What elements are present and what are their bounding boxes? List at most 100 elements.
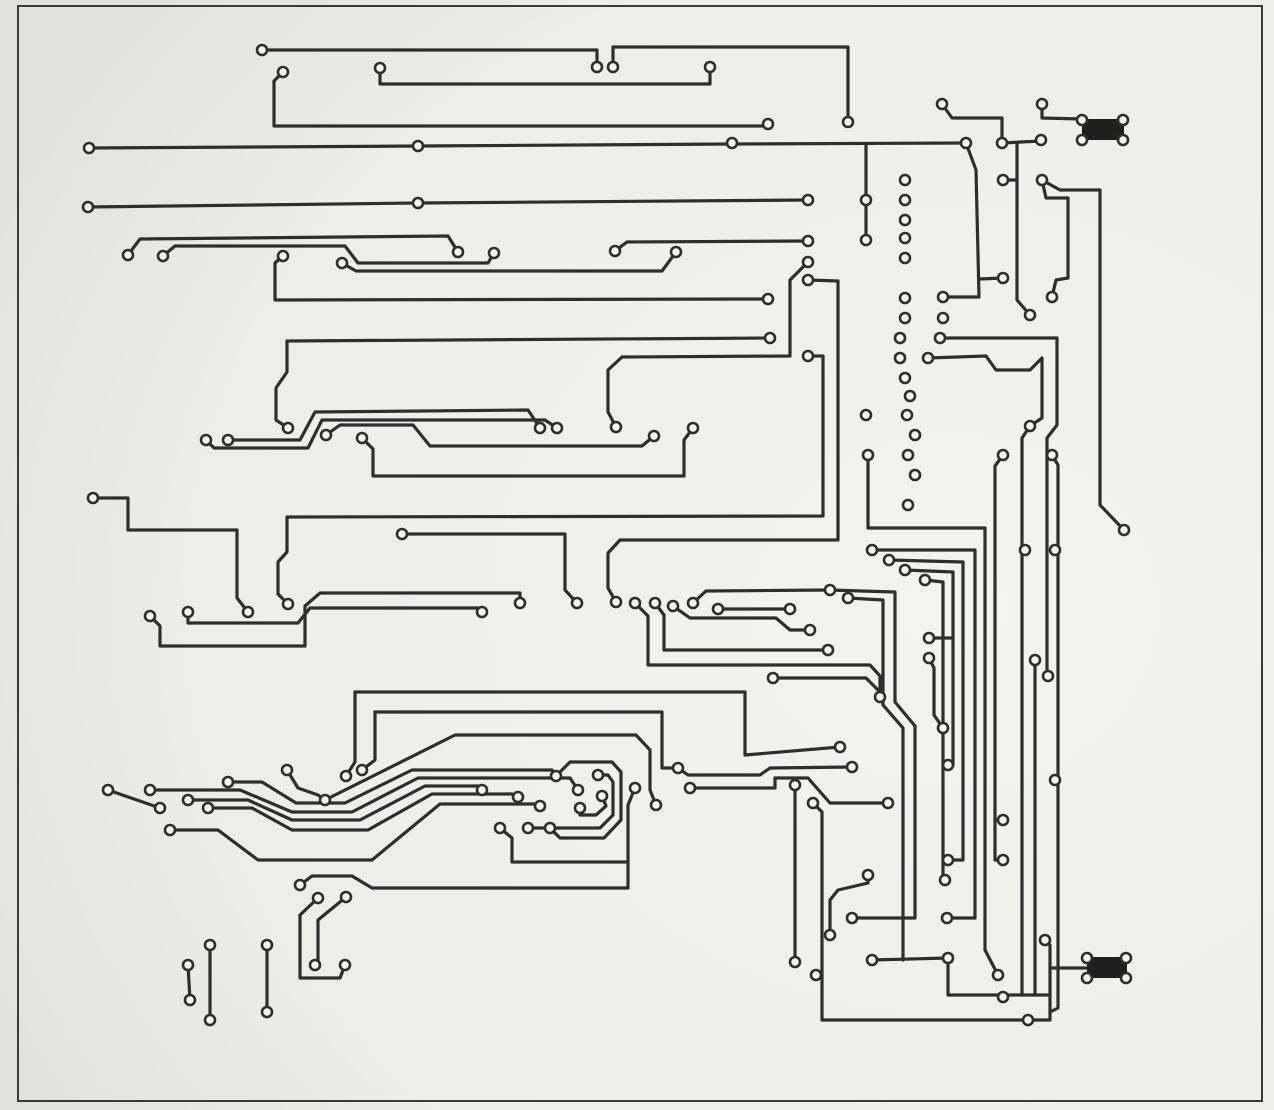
- solder-pad: [570, 596, 584, 610]
- copper-trace: [846, 596, 905, 962]
- solder-pad: [823, 583, 837, 597]
- solder-pad: [319, 428, 333, 442]
- copper-trace: [938, 336, 1059, 678]
- solder-pad: [355, 431, 369, 445]
- copper-trace: [771, 676, 882, 694]
- solder-pad: [521, 821, 535, 835]
- solder-pad: [801, 255, 815, 269]
- solder-pad: [595, 789, 609, 803]
- solder-pad: [922, 651, 936, 665]
- solder-pad: [411, 139, 425, 153]
- solder-pad: [761, 117, 775, 131]
- solder-pad: [761, 292, 775, 306]
- solder-pad: [1075, 113, 1089, 127]
- solder-pad: [859, 233, 873, 247]
- smd-component-footprint-top: [1082, 119, 1124, 140]
- solder-pad: [82, 141, 96, 155]
- copper-trace: [148, 776, 580, 814]
- solder-pad: [922, 631, 936, 645]
- solder-pad: [801, 273, 815, 287]
- solder-pad: [873, 690, 887, 704]
- copper-trace: [941, 141, 981, 299]
- solder-pad: [1119, 971, 1133, 985]
- copper-trace: [870, 956, 950, 962]
- copper-trace: [400, 532, 579, 605]
- solder-pad: [163, 823, 177, 837]
- copper-trace: [276, 354, 825, 606]
- solder-pad: [511, 790, 525, 804]
- solder-pad: [898, 371, 912, 385]
- solder-pad: [959, 136, 973, 150]
- solder-pad: [628, 781, 642, 795]
- copper-trace: [360, 426, 695, 478]
- solder-pad: [1034, 133, 1048, 147]
- solder-pad: [881, 796, 895, 810]
- copper-trace: [671, 604, 812, 632]
- copper-trace: [498, 826, 630, 864]
- copper-trace: [1040, 178, 1126, 532]
- solder-pad: [859, 408, 873, 422]
- solder-pad: [898, 563, 912, 577]
- solder-pad: [711, 602, 725, 616]
- copper-trace: [946, 956, 1052, 997]
- solder-pad: [1021, 1013, 1035, 1027]
- copper-trace: [226, 408, 542, 442]
- solder-pad: [1119, 951, 1133, 965]
- solder-pad: [571, 783, 585, 797]
- solder-pad: [1018, 543, 1032, 557]
- solder-pad: [395, 527, 409, 541]
- solder-pad: [725, 136, 739, 150]
- solder-pad: [683, 781, 697, 795]
- solder-pad: [821, 643, 835, 657]
- solder-pad: [451, 245, 465, 259]
- solder-pad: [260, 938, 274, 952]
- copper-trace: [688, 776, 890, 805]
- solder-pad: [648, 596, 662, 610]
- solder-pad: [311, 891, 325, 905]
- solder-pad: [281, 597, 295, 611]
- solder-pad: [861, 868, 875, 882]
- solder-pad: [803, 623, 817, 637]
- solder-pad: [996, 853, 1010, 867]
- solder-pad: [628, 596, 642, 610]
- solder-pad: [783, 602, 797, 616]
- solder-pad: [260, 1005, 274, 1019]
- solder-pad: [549, 769, 563, 783]
- solder-pad: [908, 468, 922, 482]
- solder-pad: [1028, 653, 1042, 667]
- copper-trace: [653, 601, 830, 652]
- solder-pad: [936, 311, 950, 325]
- solder-pad: [308, 958, 322, 972]
- trace-layer: [86, 45, 1126, 1022]
- solder-pad: [475, 605, 489, 619]
- solder-pad: [1048, 773, 1062, 787]
- solder-pad: [609, 595, 623, 609]
- solder-pad: [318, 793, 332, 807]
- solder-pad: [1035, 173, 1049, 187]
- solder-pad: [801, 349, 815, 363]
- copper-trace: [148, 591, 522, 648]
- solder-pad: [996, 813, 1010, 827]
- solder-pad: [703, 60, 717, 74]
- solder-pad: [801, 234, 815, 248]
- solder-pad: [181, 793, 195, 807]
- copper-trace: [272, 70, 770, 128]
- solder-pad: [335, 256, 349, 270]
- copper-trace: [1000, 139, 1043, 145]
- solder-pad: [865, 543, 879, 557]
- solder-pad: [898, 251, 912, 265]
- solder-pad: [591, 768, 605, 782]
- copper-trace: [611, 45, 850, 124]
- solder-pad: [1075, 133, 1089, 147]
- solder-pad: [81, 200, 95, 214]
- copper-trace: [87, 141, 968, 150]
- solder-pad: [411, 196, 425, 210]
- solder-pad: [181, 958, 195, 972]
- solder-pad: [493, 821, 507, 835]
- copper-trace: [106, 788, 162, 810]
- solder-pad: [1048, 543, 1062, 557]
- solder-pad: [845, 760, 859, 774]
- solder-pad: [203, 938, 217, 952]
- solder-pad: [143, 609, 157, 623]
